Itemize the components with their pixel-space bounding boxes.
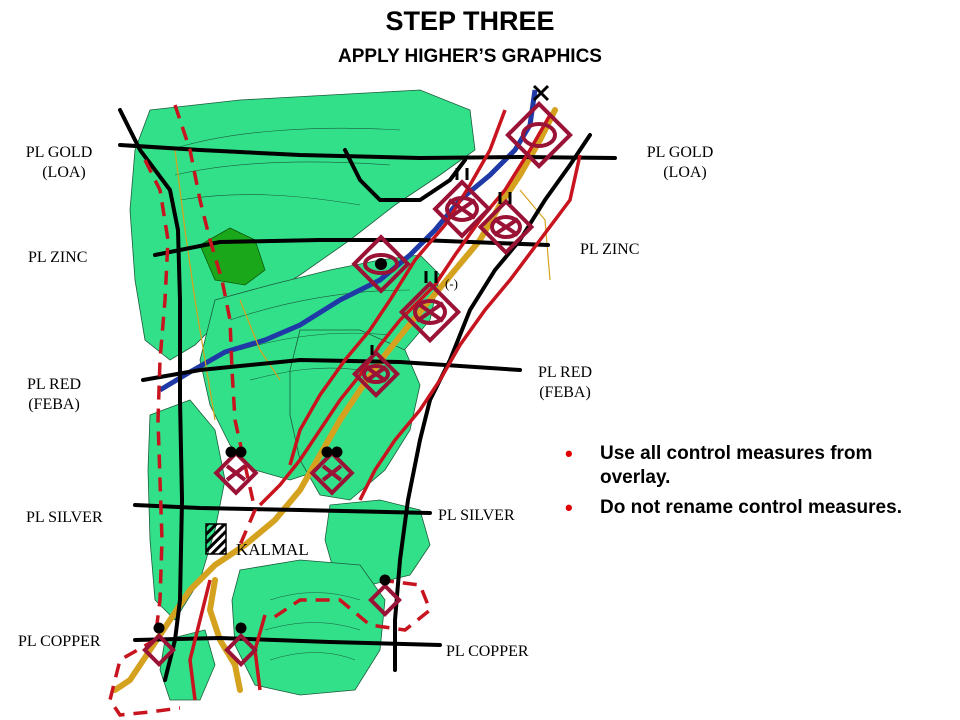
unit-minus-label: (-)	[445, 276, 458, 291]
pl-copper-left-label: PL COPPER	[18, 633, 101, 650]
pl-red-right-label: PL RED (FEBA)	[525, 363, 605, 403]
boundary-east-2	[358, 154, 582, 501]
slide-title: STEP THREE	[385, 6, 555, 36]
instruction-list: • Use all control measures from overlay.…	[565, 442, 925, 526]
terrain-south	[231, 559, 386, 696]
pl-gold-left-label: PL GOLD (LOA)	[14, 143, 104, 183]
unit-symbol-gold-west	[432, 168, 492, 239]
unit-symbol-red	[351, 345, 401, 399]
pl-silver-left-label: PL SILVER	[26, 509, 103, 526]
instruction-item-1: • Use all control measures from overlay.	[565, 442, 925, 490]
pl-zinc-right-label: PL ZINC	[580, 241, 640, 258]
pl-zinc-left-label: PL ZINC	[28, 249, 88, 266]
pl-gold-left-name: PL GOLD	[25, 144, 93, 161]
pl-gold-right-sub: (LOA)	[663, 164, 707, 181]
pl-red-line	[141, 357, 522, 382]
pl-copper-line	[133, 635, 442, 647]
unit-symbol-copper-west	[142, 622, 176, 667]
unit-symbol-gold-east	[477, 192, 535, 256]
boundary-south	[188, 579, 212, 701]
bullet-dot-icon: •	[565, 495, 573, 520]
pl-red-left-name: PL RED	[26, 376, 82, 393]
unit-symbol-south-east	[368, 574, 402, 617]
pl-gold-line	[118, 143, 617, 161]
boundary-east-3	[288, 109, 507, 466]
town-symbol	[205, 523, 227, 555]
pl-red-left-sub: (FEBA)	[28, 396, 80, 413]
instruction-text-1: Use all control measures from overlay.	[600, 443, 873, 488]
unit-symbol-copper-center	[224, 622, 258, 667]
unit-symbols	[142, 84, 573, 667]
pl-red-right-sub: (FEBA)	[539, 384, 591, 401]
unit-symbol-recon	[351, 234, 411, 294]
instruction-item-2: • Do not rename control measures.	[565, 496, 925, 520]
pl-gold-left-sub: (LOA)	[42, 164, 86, 181]
pl-silver-right-label: PL SILVER	[438, 507, 515, 524]
unit-symbol-silver-west	[213, 446, 259, 496]
pl-copper-right-label: PL COPPER	[446, 643, 529, 660]
boundary-dashed-west	[173, 104, 257, 546]
boundary-south-dashed	[269, 578, 433, 632]
pl-gold-right-name: PL GOLD	[646, 144, 714, 161]
contour-lines	[169, 127, 411, 661]
unit-symbol-silver-east	[309, 446, 355, 496]
slide-subtitle: APPLY HIGHER’S GRAPHICS	[338, 46, 602, 67]
instruction-text-2: Do not rename control measures.	[600, 497, 902, 518]
bullet-dot-icon: •	[565, 441, 573, 466]
pl-gold-right-label: PL GOLD (LOA)	[630, 143, 730, 183]
pl-red-left-label: PL RED (FEBA)	[14, 375, 94, 415]
unit-symbol-zinc	[398, 271, 462, 344]
boundary-dashed-far-west	[108, 159, 181, 717]
trails	[174, 149, 551, 421]
unit-symbol-top	[505, 84, 573, 169]
pl-silver-line	[133, 503, 432, 515]
town-label: KALMAL	[236, 540, 309, 559]
pl-red-right-name: PL RED	[537, 364, 593, 381]
